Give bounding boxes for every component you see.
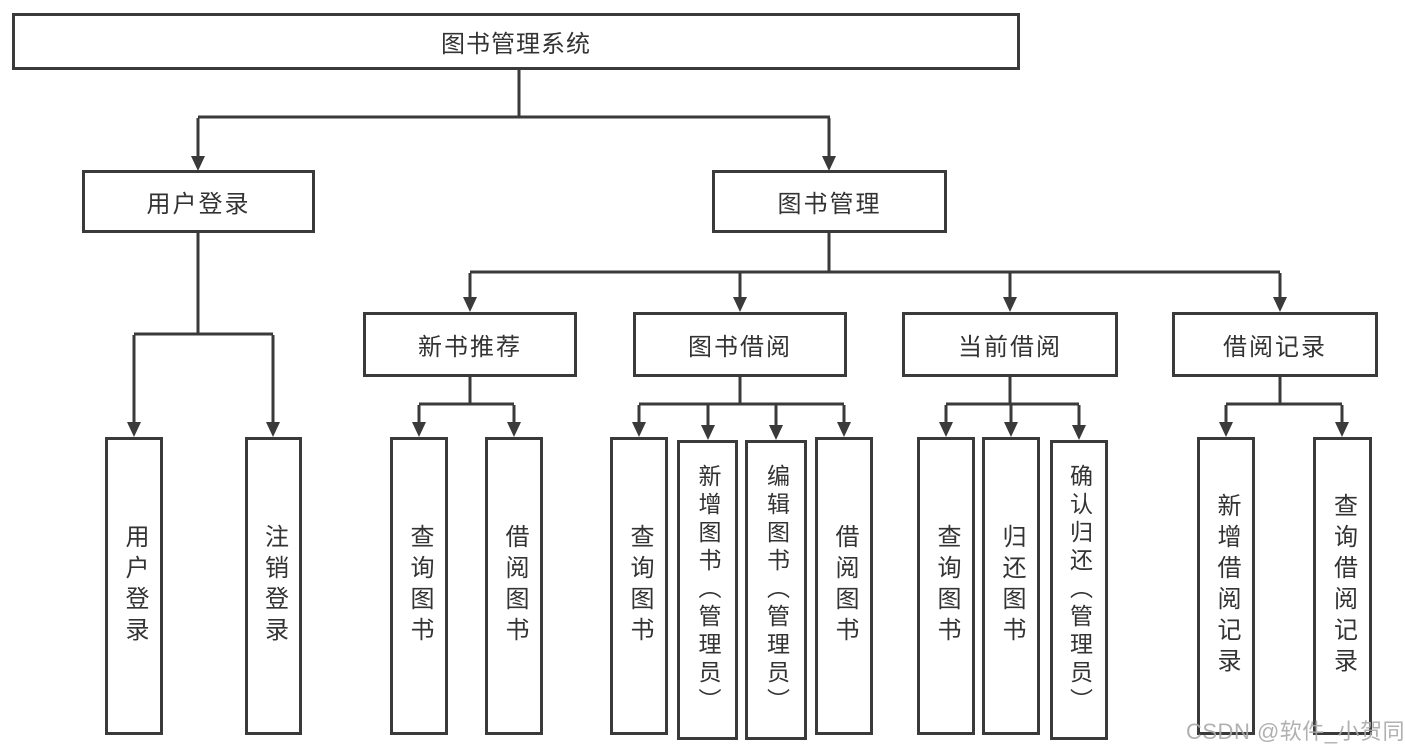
node-label: 新书推荐 <box>418 334 522 361</box>
node-label: 借阅记录 <box>1223 334 1327 361</box>
leaf-label: 编辑图书（管理员） <box>763 464 790 716</box>
node-label: 当前借阅 <box>958 334 1062 361</box>
node-borrowing-records: 借阅记录 <box>1172 312 1378 377</box>
leaf-add-book-admin: 新增图书（管理员） <box>677 440 738 740</box>
leaf-logout: 注销登录 <box>245 437 302 735</box>
leaf-label: 查询借阅记录 <box>1329 493 1357 679</box>
leaf-label: 查询图书 <box>626 524 653 648</box>
node-label: 图书管理 <box>777 191 882 218</box>
leaf-return-book: 归还图书 <box>982 437 1040 735</box>
csdn-watermark: CSDN @软件_小贺同学 <box>1186 719 1405 744</box>
branch-borrow-records <box>1219 377 1349 437</box>
leaf-edit-book-admin: 编辑图书（管理员） <box>745 440 807 740</box>
branch-book-mgmt <box>463 233 1287 312</box>
node-label: 用户登录 <box>146 191 251 218</box>
leaf-label: 借阅图书 <box>501 524 528 648</box>
branch-current-borrow <box>939 377 1086 440</box>
leaf-label: 用户登录 <box>121 524 148 648</box>
leaf-label: 归还图书 <box>998 524 1025 648</box>
leaf-label: 查询图书 <box>406 524 433 648</box>
leaf-borrow-books-recommend: 借阅图书 <box>485 437 543 735</box>
leaf-label: 新增借阅记录 <box>1213 493 1240 679</box>
leaf-label: 注销登录 <box>260 524 288 648</box>
leaf-query-borrow-record: 查询借阅记录 <box>1313 437 1372 735</box>
branch-root <box>191 70 836 171</box>
node-label: 图书借阅 <box>688 334 792 361</box>
leaf-borrow-books: 借阅图书 <box>815 437 873 735</box>
branch-new-books <box>412 377 521 437</box>
leaf-add-borrow-record: 新增借阅记录 <box>1197 437 1255 735</box>
branch-user-login <box>127 233 280 437</box>
leaf-query-books-borrow: 查询图书 <box>610 437 668 735</box>
node-book-management: 图书管理 <box>712 170 947 233</box>
leaf-label: 查询图书 <box>933 524 960 648</box>
leaf-query-books-current: 查询图书 <box>917 437 975 735</box>
leaf-confirm-return-admin: 确认归还（管理员） <box>1050 440 1108 740</box>
node-library-management-system: 图书管理系统 <box>12 13 1020 70</box>
leaf-label: 新增图书（管理员） <box>695 464 721 716</box>
node-new-book-recommend: 新书推荐 <box>363 312 577 377</box>
node-user-login: 用户登录 <box>82 170 315 233</box>
branch-book-borrow <box>632 377 851 440</box>
leaf-label: 确认归还（管理员） <box>1066 464 1093 716</box>
node-label: 图书管理系统 <box>441 31 591 58</box>
leaf-user-login: 用户登录 <box>105 437 163 735</box>
leaf-label: 借阅图书 <box>831 524 858 648</box>
leaf-query-books-recommend: 查询图书 <box>390 437 448 735</box>
node-book-borrowing: 图书借阅 <box>633 312 847 377</box>
node-current-borrowing: 当前借阅 <box>902 312 1118 377</box>
